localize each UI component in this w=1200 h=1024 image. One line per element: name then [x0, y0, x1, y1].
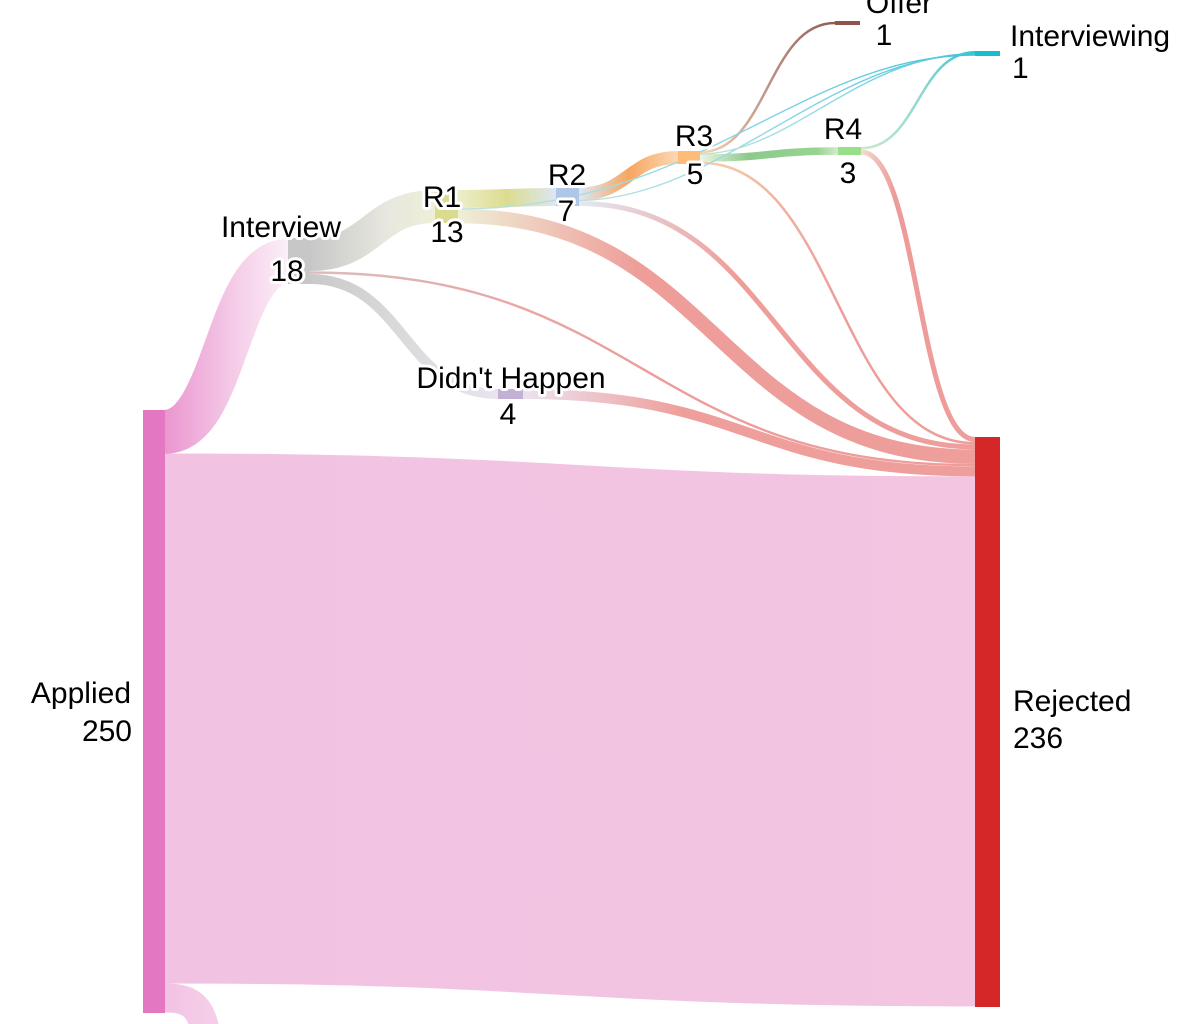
sankey-link-interview-rejected[interactable] — [309, 271, 976, 467]
sankey-node-interview[interactable] — [288, 238, 310, 284]
sankey-link-applied-interview[interactable] — [161, 239, 292, 454]
sankey-label-interviewing: Interviewing — [1010, 20, 1170, 53]
sankey-link-r2-interviewing[interactable] — [578, 53, 976, 202]
sankey-link-r1-r2[interactable] — [457, 188, 557, 208]
sankey-node-interviewing[interactable] — [975, 51, 1000, 56]
sankey-node-rejected[interactable] — [975, 437, 1000, 1007]
sankey-label-didnt-happen: Didn't Happen — [416, 362, 605, 395]
sankey-value-interviewing: 1 — [1012, 52, 1029, 85]
sankey-link-r1-rejected[interactable] — [457, 208, 976, 464]
sankey-value-r1: 13 — [430, 216, 463, 249]
sankey-node-offer[interactable] — [835, 21, 860, 25]
sankey-label-r4: R4 — [824, 113, 862, 146]
sankey-link-r3-interviewing[interactable] — [699, 53, 976, 155]
sankey-link-r3-rejected[interactable] — [699, 161, 976, 445]
sankey-label-offer: Offer — [866, 0, 932, 20]
sankey-node-r4[interactable] — [838, 147, 861, 155]
sankey-value-r4: 3 — [840, 157, 857, 190]
sankey-link-r4-interviewing[interactable] — [860, 50, 976, 150]
sankey-link-r2-rejected[interactable] — [578, 201, 976, 450]
sankey-node-r3[interactable] — [678, 151, 700, 164]
sankey-links — [161, 21, 976, 1024]
sankey-link-r1-interviewing[interactable] — [457, 54, 976, 210]
sankey-link-r2-r3[interactable] — [578, 151, 679, 201]
sankey-node-r1[interactable] — [435, 190, 458, 223]
sankey-label-interview: Interview — [221, 211, 341, 244]
sankey-link-r3-offer[interactable] — [699, 21, 836, 154]
sankey-label-r2: R2 — [548, 159, 586, 192]
sankey-nodes — [143, 21, 1000, 1013]
sankey-label-r1: R1 — [423, 181, 461, 214]
sankey-value-didnt-happen: 4 — [500, 398, 517, 431]
sankey-value-interview: 18 — [270, 255, 303, 288]
sankey-link-r4-rejected[interactable] — [860, 149, 976, 442]
sankey-label-applied: Applied — [31, 677, 131, 710]
sankey-node-r2[interactable] — [556, 188, 579, 206]
sankey-label-r3: R3 — [675, 120, 713, 153]
sankey-value-applied: 250 — [82, 715, 132, 748]
sankey-link-applied-cropped-below[interactable] — [164, 983, 219, 1024]
sankey-link-interview-r1[interactable] — [309, 190, 436, 271]
sankey-node-didnt-happen[interactable] — [498, 389, 523, 399]
sankey-link-interview-didnt-happen[interactable] — [309, 274, 499, 399]
sankey-value-r2: 7 — [558, 195, 575, 228]
sankey-label-rejected: Rejected — [1013, 685, 1131, 718]
sankey-link-applied-rejected[interactable] — [164, 453, 976, 1007]
sankey-value-offer: 1 — [876, 19, 893, 52]
sankey-link-didnt-happen-rejected[interactable] — [522, 389, 976, 477]
sankey-node-applied[interactable] — [143, 410, 165, 1013]
sankey-value-r3: 5 — [687, 158, 704, 191]
sankey-value-rejected: 236 — [1013, 722, 1063, 755]
